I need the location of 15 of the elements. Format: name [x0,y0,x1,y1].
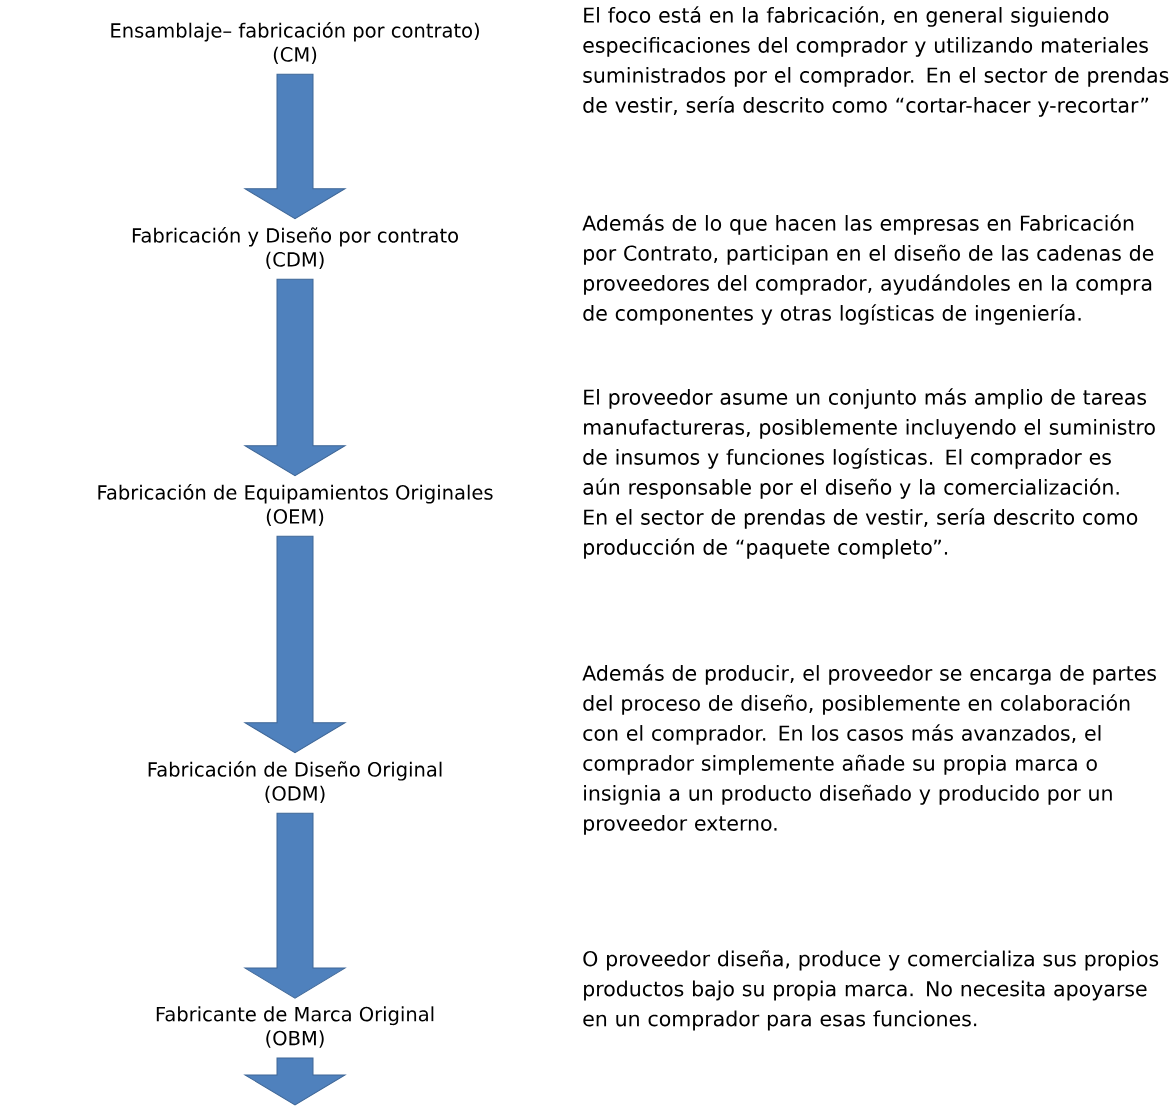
stage-label: Fabricante de Marca Original (OBM) [156,1006,434,1048]
description-text: El proveedor asume un conjunto más amplio de tareas manufactureras, posiblemente incluyendo el suministro de insumos y funciones logísticas. El comprador es aún responsable por el diseño y la comercialización. En el sector de prendas de vestir, sería descrito como producción de “paquete completo”. [583,388,1155,559]
block-arrow [244,73,346,220]
stage-label: Fabricación de Equipamientos Originales (OEM) [98,483,493,527]
description-text: Además de lo que hacen las empresas en Fabricación por Contrato, participan en el diseño de las cadenas de proveedores del comprador, ayudándoles en la compra de componentes y otras logísticas de ingeniería. [582,214,1154,325]
description-text: O proveedor diseña, produce y comercializa sus propios productos bajo su propia marca. No necesita apoyarse en un comprador para esas funciones. [583,950,1159,1031]
block-arrow [244,278,346,477]
description-text: El foco está en la fabricación, en general siguiendo especificaciones del comprador y utilizando materiales suministrados por el comprador. En el sector de prendas de vestir, sería descrito como “cortar-hacer y-recortar” [583,6,1169,117]
stage-label: Fabricación de Diseño Original (ODM) [148,760,442,804]
block-arrow [244,535,346,754]
block-arrow [244,812,346,999]
block-arrow [244,1057,346,1106]
stage-label: Ensamblaje– fabricación por contrato) (CM) [111,21,479,65]
description-text: Además de producir, el proveedor se encarga de partes del proceso de diseño, posiblemente en colaboración con el comprador. En los casos más avanzados, el comprador simplemente añade su propia marca o insignia a un producto diseñado y producido por un proveedor externo. [582,664,1156,835]
stage-label: Fabricación y Diseño por contrato (CDM) [132,226,458,270]
